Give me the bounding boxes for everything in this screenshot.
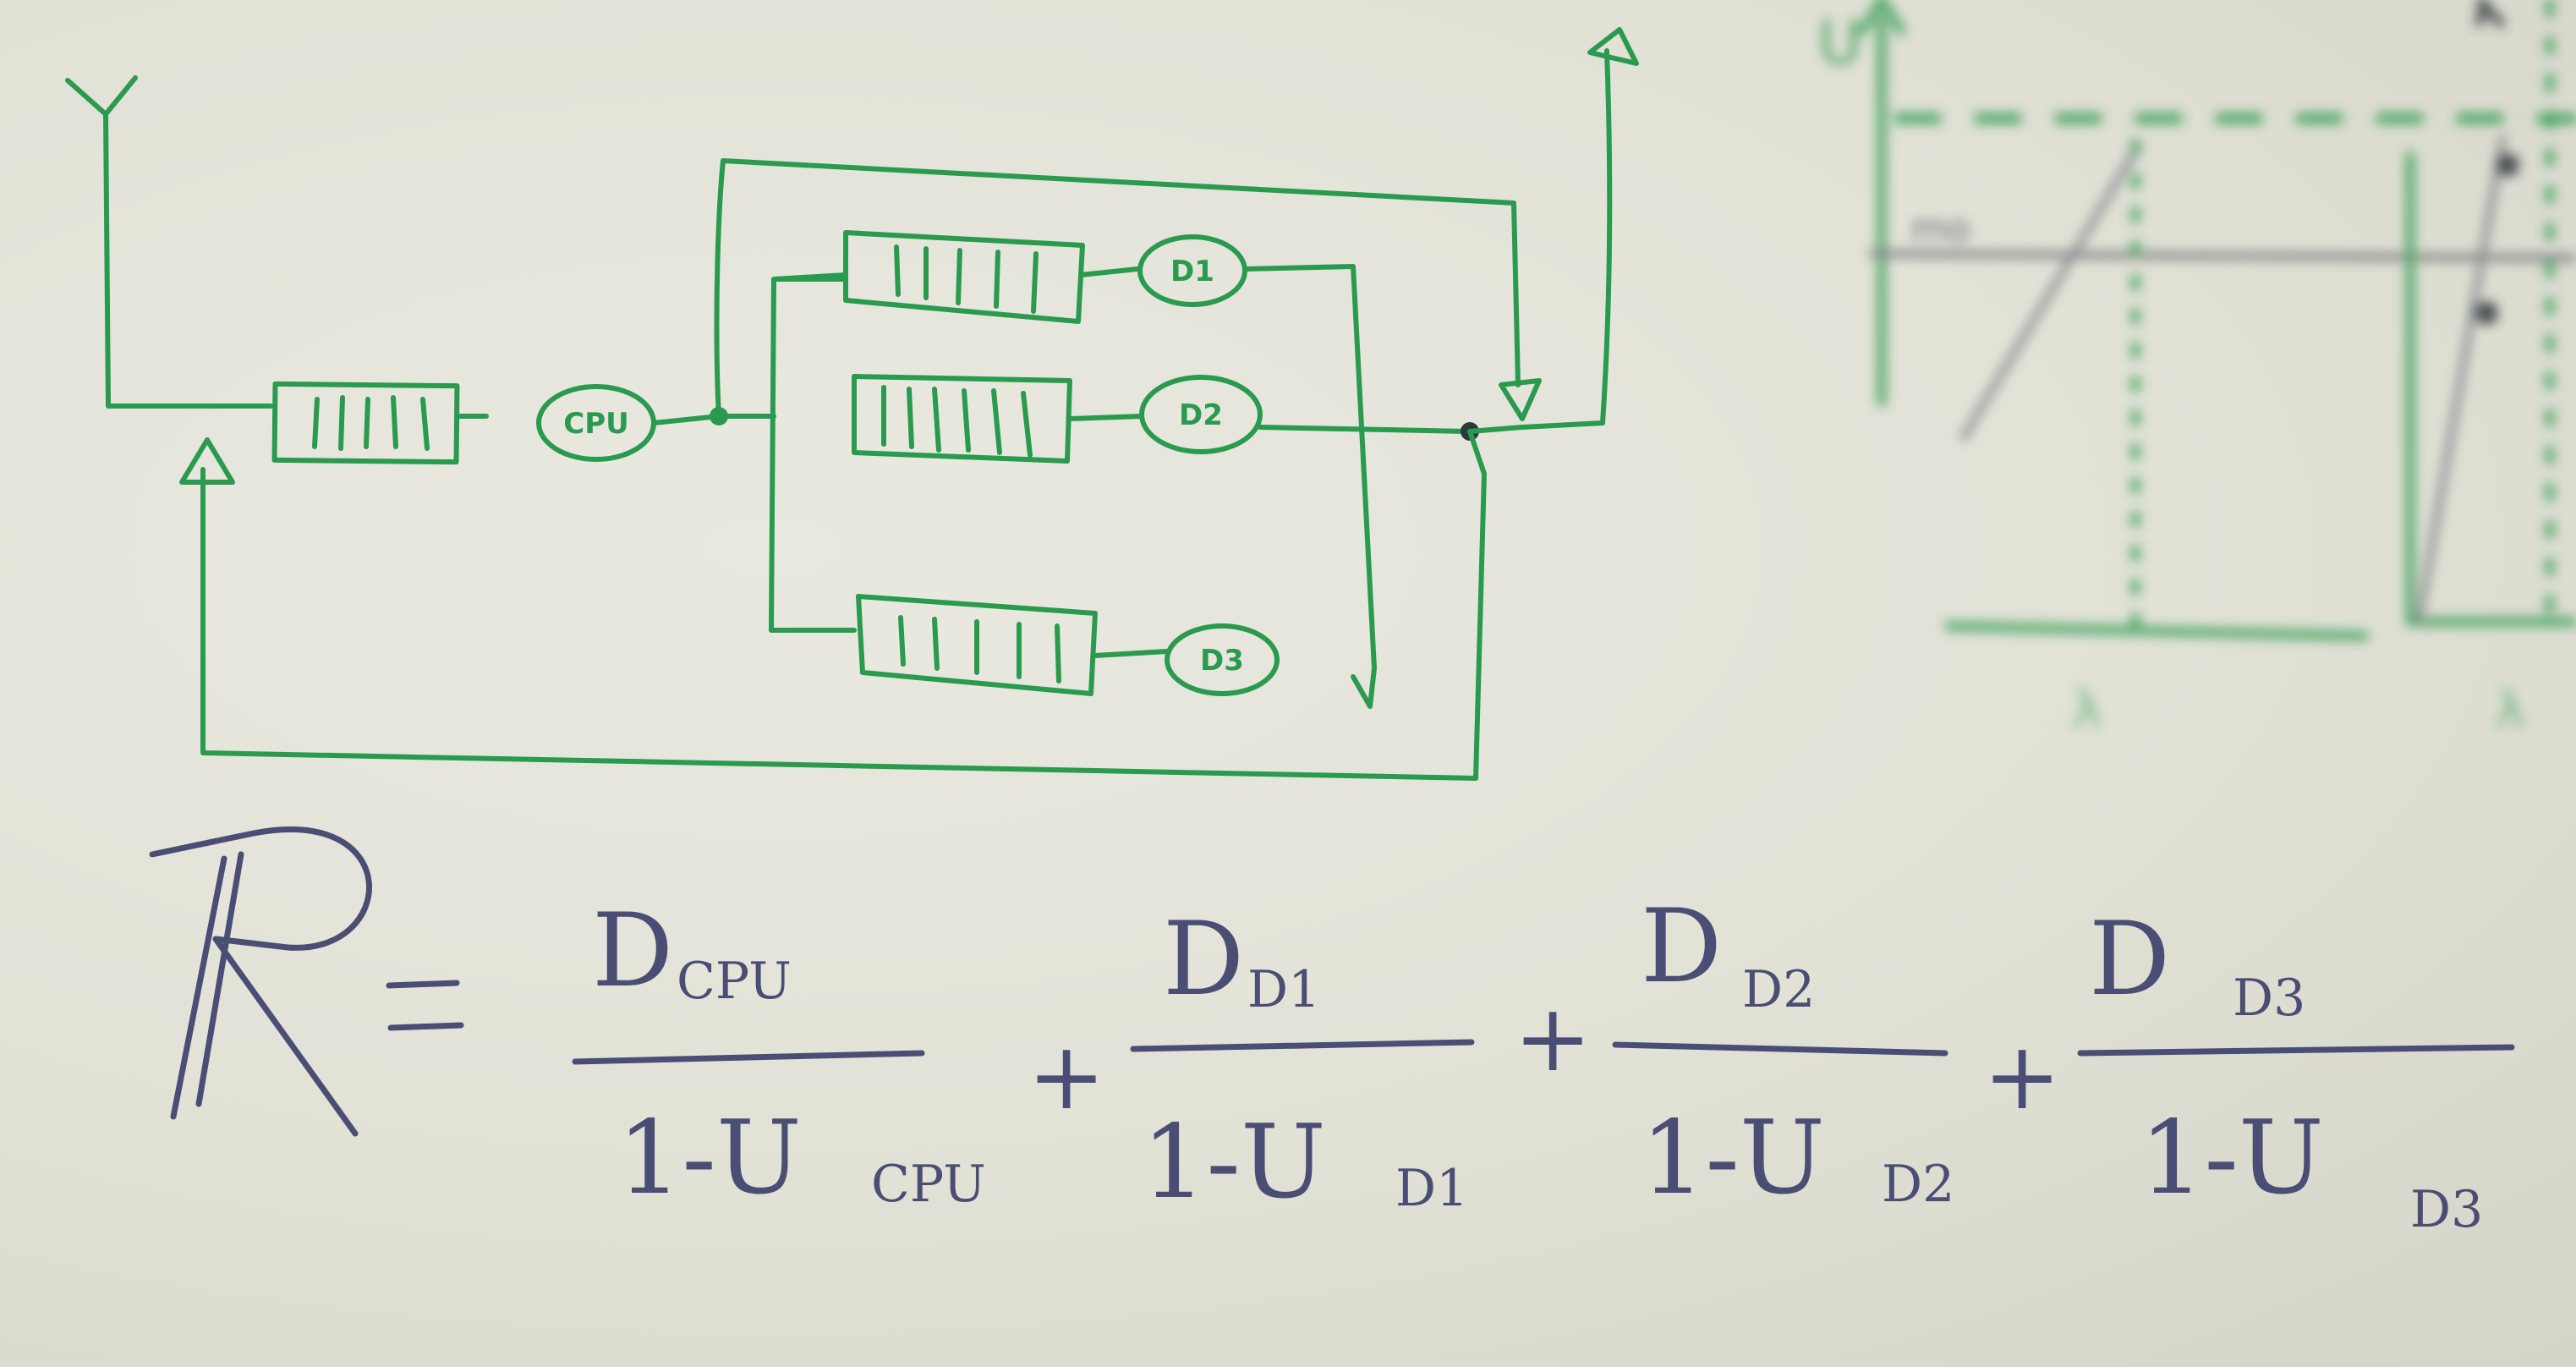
- formula-term-d2: D D2 1-U D2: [1612, 888, 1954, 1217]
- cpu-label: CPU: [563, 407, 628, 441]
- formula-term-d3: D D3 1-U D3: [2077, 901, 2515, 1239]
- term-d2-den-main: 1-U: [1641, 1100, 1825, 1217]
- graph-label-u: U: [1818, 8, 1861, 78]
- cpu-server: CPU: [536, 384, 656, 462]
- term-d2-num-sub: D2: [1742, 960, 1815, 1019]
- term-d1-den-sub: D1: [1395, 1159, 1468, 1218]
- d3-label: D3: [1200, 644, 1244, 678]
- d2-label: D2: [1179, 398, 1223, 432]
- d3-server: D3: [1165, 623, 1280, 696]
- term-d2-den-sub: D2: [1882, 1155, 1954, 1214]
- term-d2-num-main: D: [1641, 888, 1722, 1006]
- term-d3-fraction-bar: [2077, 1044, 2515, 1057]
- d1-server: D1: [1137, 234, 1247, 307]
- blurred-graph: U mo λ λ: [1818, 0, 2576, 740]
- plus-sign-1: +: [1028, 1022, 1105, 1130]
- d3-queue: [856, 594, 1098, 696]
- d1-return-path: [1242, 264, 1377, 709]
- term-cpu-num-main: D: [592, 892, 673, 1010]
- output-path: [1467, 48, 1613, 434]
- term-cpu-num-sub: CPU: [677, 952, 792, 1011]
- d2-to-merge: [1258, 425, 1470, 434]
- svg-text:λ: λ: [2072, 681, 2102, 740]
- response-time-formula: R D CPU 1-U CPU + D D1 1-U D1 + D D2 1-U…: [149, 826, 2515, 1239]
- feedback-path: [200, 429, 1487, 781]
- link-d2q-d2: [1067, 414, 1144, 421]
- cpu-queue: [271, 381, 460, 465]
- svg-text:λ: λ: [2495, 681, 2525, 740]
- formula-term-d1: D D1 1-U D1: [1130, 901, 1475, 1222]
- plus-sign-3: +: [1983, 1022, 2061, 1130]
- link-d1q-d1: [1078, 266, 1140, 277]
- output-arrowhead: [1587, 27, 1639, 66]
- d1-queue: [843, 230, 1085, 324]
- input-arrow: [65, 75, 273, 409]
- formula-term-cpu: D CPU 1-U CPU: [572, 892, 986, 1217]
- term-d2-fraction-bar: [1612, 1041, 1948, 1057]
- term-d1-fraction-bar: [1130, 1039, 1475, 1052]
- term-d1-num-sub: D1: [1247, 960, 1320, 1019]
- link-d3q-d3: [1093, 649, 1170, 658]
- d2-queue: [852, 374, 1072, 464]
- bypass-path: [714, 158, 1521, 419]
- term-cpu-den-main: 1-U: [617, 1100, 802, 1217]
- bypass-arrowhead: [1499, 378, 1542, 421]
- link-fork-d1q: [771, 272, 848, 282]
- term-d3-den-sub: D3: [2410, 1180, 2483, 1239]
- graph-label-mo: mo: [1911, 207, 1970, 250]
- equals-sign: [386, 980, 464, 1031]
- queueing-network-diagram: CPU D1 D2: [65, 27, 1639, 781]
- d1-label: D1: [1170, 255, 1214, 288]
- term-d3-num-main: D: [2089, 901, 2170, 1018]
- term-d3-num-sub: D3: [2233, 969, 2305, 1028]
- d2-server: D2: [1139, 375, 1263, 454]
- fork-vertical: [769, 277, 857, 633]
- term-d1-num-main: D: [1163, 901, 1244, 1018]
- term-cpu-den-sub: CPU: [871, 1155, 986, 1214]
- formula-lhs: [149, 826, 373, 1137]
- feedback-arrowhead: [179, 437, 235, 485]
- term-cpu-fraction-bar: [572, 1050, 925, 1065]
- term-d1-den-main: 1-U: [1142, 1104, 1326, 1222]
- term-d3-den-main: 1-U: [2140, 1100, 2324, 1217]
- plus-sign-2: +: [1514, 984, 1592, 1092]
